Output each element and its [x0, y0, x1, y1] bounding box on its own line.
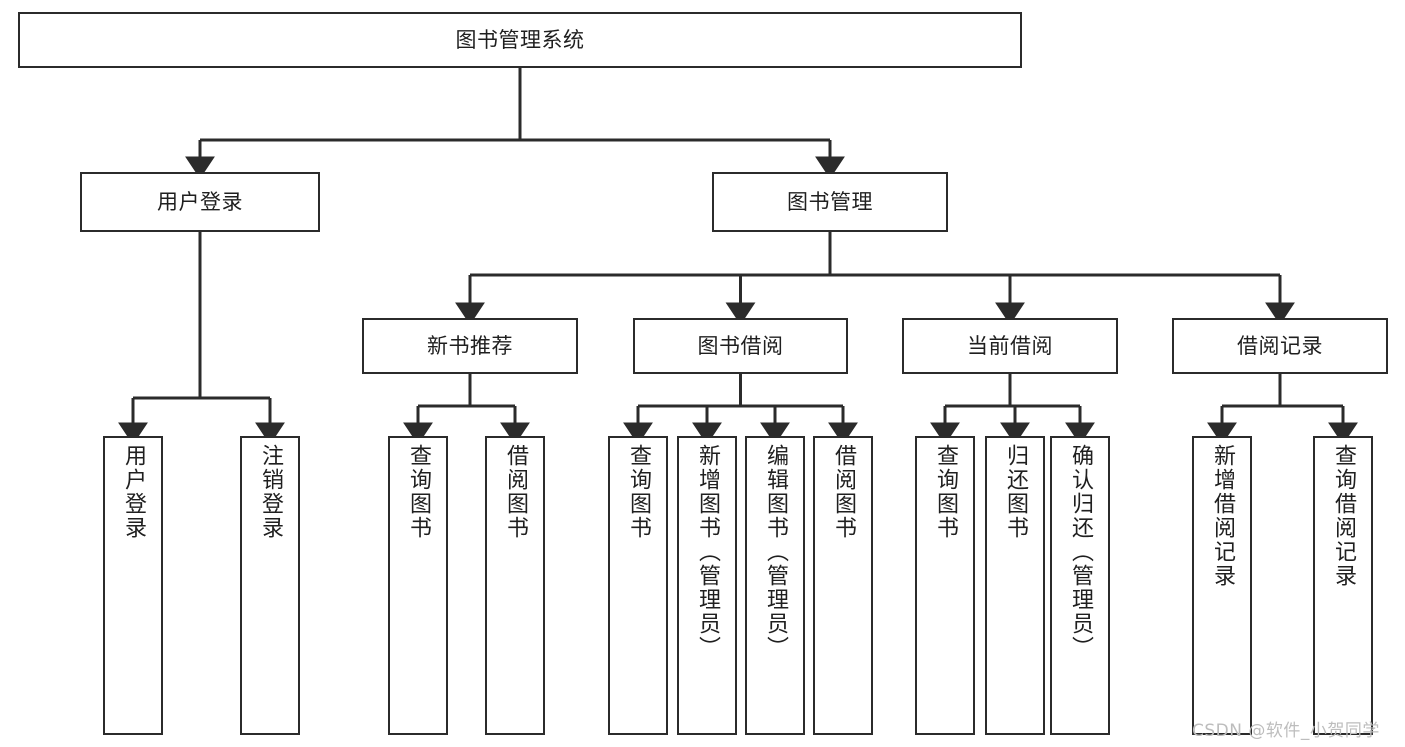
node-leaf-user-login[interactable]: 用户登录	[103, 436, 163, 735]
node-leaf-add-book[interactable]: 新增图书（管理员）	[677, 436, 737, 735]
node-leaf-add-record[interactable]: 新增借阅记录	[1192, 436, 1252, 735]
node-leaf-borrow-book-label: 借阅图书	[831, 444, 856, 540]
node-book-manage-label: 图书管理	[787, 189, 873, 214]
node-current-borrow-label: 当前借阅	[967, 333, 1053, 358]
node-leaf-query-record-label: 查询借阅记录	[1331, 444, 1356, 588]
node-leaf-query-book-rec[interactable]: 查询图书	[388, 436, 448, 735]
node-leaf-borrow-book-rec[interactable]: 借阅图书	[485, 436, 545, 735]
node-leaf-query-book-current-label: 查询图书	[933, 444, 958, 540]
node-user-login[interactable]: 用户登录	[80, 172, 320, 232]
node-leaf-add-book-label: 新增图书（管理员）	[695, 444, 720, 660]
node-borrow-record-label: 借阅记录	[1237, 333, 1323, 358]
node-new-book-recommend-label: 新书推荐	[427, 333, 513, 358]
node-leaf-borrow-book[interactable]: 借阅图书	[813, 436, 873, 735]
node-new-book-recommend[interactable]: 新书推荐	[362, 318, 578, 374]
node-leaf-borrow-book-rec-label: 借阅图书	[503, 444, 528, 540]
node-user-login-label: 用户登录	[157, 189, 243, 214]
node-leaf-query-record[interactable]: 查询借阅记录	[1313, 436, 1373, 735]
node-leaf-user-logout[interactable]: 注销登录	[240, 436, 300, 735]
node-leaf-return-book[interactable]: 归还图书	[985, 436, 1045, 735]
node-root-label: 图书管理系统	[455, 27, 585, 52]
node-leaf-confirm-return-label: 确认归还（管理员）	[1068, 444, 1093, 660]
node-leaf-query-book-borrow-label: 查询图书	[626, 444, 651, 540]
node-book-borrow-label: 图书借阅	[697, 333, 784, 358]
node-current-borrow[interactable]: 当前借阅	[902, 318, 1118, 374]
node-leaf-return-book-label: 归还图书	[1003, 444, 1028, 540]
node-book-manage[interactable]: 图书管理	[712, 172, 948, 232]
node-root[interactable]: 图书管理系统	[18, 12, 1022, 68]
node-borrow-record[interactable]: 借阅记录	[1172, 318, 1388, 374]
node-leaf-edit-book-label: 编辑图书（管理员）	[763, 444, 788, 660]
node-leaf-add-record-label: 新增借阅记录	[1210, 444, 1235, 588]
node-book-borrow[interactable]: 图书借阅	[633, 318, 848, 374]
node-leaf-query-book-borrow[interactable]: 查询图书	[608, 436, 668, 735]
node-leaf-query-book-current[interactable]: 查询图书	[915, 436, 975, 735]
node-leaf-query-book-rec-label: 查询图书	[406, 444, 431, 540]
node-leaf-user-login-label: 用户登录	[121, 444, 146, 540]
node-leaf-edit-book[interactable]: 编辑图书（管理员）	[745, 436, 805, 735]
node-leaf-confirm-return[interactable]: 确认归还（管理员）	[1050, 436, 1110, 735]
node-leaf-user-logout-label: 注销登录	[258, 444, 283, 540]
